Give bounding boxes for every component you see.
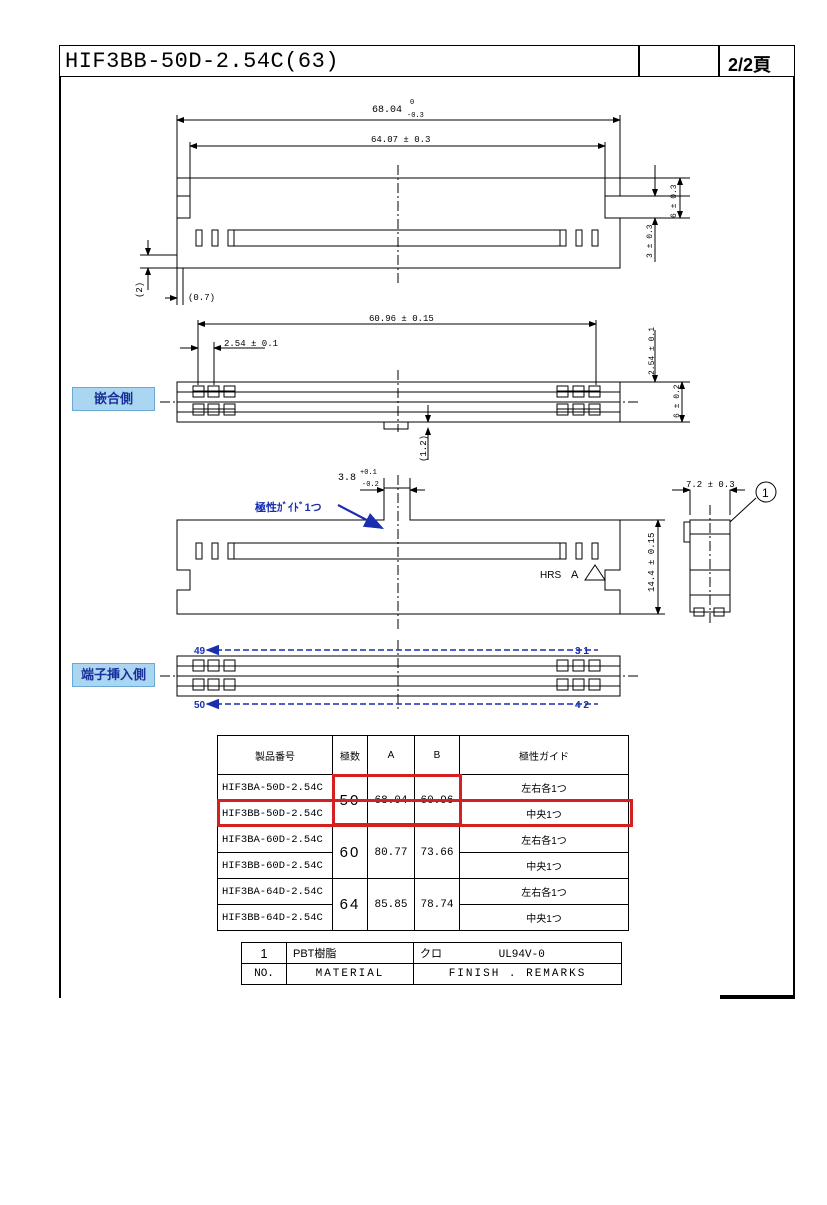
header-a: A: [367, 735, 415, 775]
material-balloon: 1: [762, 486, 769, 500]
dim-right-height: 6 ± 0.3: [670, 184, 679, 218]
product-table: 製品番号 極数 A B 極性ガイド HIF3BA-50D-2.54C 50 68…: [217, 735, 629, 931]
terminal-view: [160, 640, 640, 712]
material-row: 1 PBT樹脂 クロ UL94V-0: [241, 942, 622, 964]
table-row: HIF3BA-64D-2.54C 64 85.85 78.74 左右各1つ: [217, 878, 629, 931]
header-guide: 極性ガイド: [459, 735, 629, 775]
dim-right-height: 6 ± 0.2: [673, 384, 682, 418]
a-cell: 80.77: [367, 826, 415, 879]
pin-top-left: 49: [194, 646, 206, 657]
poles-cell: 64: [332, 878, 368, 931]
material-remarks: UL94V-0: [498, 949, 545, 961]
frame-border-right: [793, 76, 795, 998]
contact-grid-left: [192, 385, 236, 416]
table-row: HIF3BB-60D-2.54C 中央1つ: [217, 852, 629, 879]
dim-key-38: 3.8: [338, 473, 356, 484]
part-cell: HIF3BA-60D-2.54C: [217, 826, 333, 853]
header-part: 製品番号: [217, 735, 333, 775]
dim-height: 14.4 ± 0.15: [647, 533, 657, 592]
header-no: NO.: [241, 963, 287, 985]
material-finish: クロ: [420, 948, 442, 960]
side-view: [672, 481, 777, 625]
header-material: MATERIAL: [286, 963, 414, 985]
a-cell: 85.85: [367, 878, 415, 931]
guide-cell: 中央1つ: [459, 800, 629, 827]
table-row: HIF3BB-64D-2.54C 中央1つ: [217, 904, 629, 931]
dim-inner: 64.07 ± 0.3: [371, 135, 430, 145]
dim-key: (1.2): [419, 435, 429, 462]
page-number: 2/2頁: [728, 55, 772, 75]
title-divider: [718, 46, 720, 76]
table-row: HIF3BB-50D-2.54C 中央1つ: [217, 800, 629, 827]
mating-side-label: 嵌合側: [72, 387, 155, 411]
header-b: B: [414, 735, 460, 775]
dim-span: 60.96 ± 0.15: [369, 314, 434, 324]
guide-cell: 左右各1つ: [459, 878, 629, 905]
title-block: HIF3BB-50D-2.54C(63) 2/2頁: [59, 45, 795, 77]
guide-cell: 左右各1つ: [459, 826, 629, 853]
dim-overall-tol-lower: -0.3: [407, 112, 424, 120]
mating-view: [160, 320, 690, 460]
terminal-side-label: 端子挿入側: [72, 663, 155, 687]
title-divider: [638, 46, 640, 76]
part-cell: HIF3BA-50D-2.54C: [217, 774, 333, 801]
dim-right-pitch: 2.54 ± 0.1: [648, 327, 657, 375]
table-row: HIF3BA-60D-2.54C 60 80.77 73.66 左右各1つ: [217, 826, 629, 879]
dim-left-2: (2): [135, 282, 145, 298]
material-no: 1: [241, 942, 287, 964]
top-view: [140, 115, 690, 305]
front-view: [176, 475, 665, 630]
marking-logo: HRS: [540, 570, 561, 581]
dim-key-tol-upper: +0.1: [360, 469, 377, 477]
highlight-box-row: [217, 799, 633, 827]
connector-drawing: 68.04 0 -0.3 64.07 ± 0.3 6 ± 0.3 3 ± 0.3…: [135, 99, 777, 712]
dim-pitch: 2.54 ± 0.1: [224, 339, 278, 349]
material-table: 1 PBT樹脂 クロ UL94V-0 NO. MATERIAL FINISH .…: [241, 942, 622, 985]
material-name: PBT樹脂: [286, 942, 414, 964]
marking-a: A: [571, 569, 579, 581]
polarity-arrow: [337, 504, 384, 530]
dim-overall: 68.04: [372, 105, 402, 116]
b-cell: 73.66: [414, 826, 460, 879]
b-cell: 78.74: [414, 878, 460, 931]
table-header-row: 製品番号 極数 A B 極性ガイド: [217, 735, 629, 775]
poles-cell: 60: [332, 826, 368, 879]
pin-bottom-left: 50: [194, 700, 206, 711]
part-cell: HIF3BB-60D-2.54C: [217, 852, 333, 879]
header-poles: 極数: [332, 735, 368, 775]
contact-grid-right: [556, 385, 601, 416]
guide-cell: 中央1つ: [459, 904, 629, 931]
part-number-title: HIF3BB-50D-2.54C(63): [65, 49, 340, 74]
part-cell: HIF3BA-64D-2.54C: [217, 878, 333, 905]
frame-border-foot: [720, 995, 795, 999]
material-finish-cell: クロ UL94V-0: [413, 942, 622, 964]
guide-cell: 中央1つ: [459, 852, 629, 879]
dim-right-step: 3 ± 0.3: [646, 224, 655, 258]
guide-cell: 左右各1つ: [459, 774, 629, 801]
polarity-guide-label: 極性ｶﾞｲﾄﾞ1つ: [255, 502, 322, 514]
part-cell: HIF3BB-64D-2.54C: [217, 904, 333, 931]
pin-top-right: 3 1: [575, 646, 589, 657]
frame-border-left: [59, 76, 61, 998]
dim-overall-tol-upper: 0: [410, 99, 414, 107]
dim-key-tol-lower: -0.2: [362, 481, 379, 489]
dim-left-07: (0.7): [188, 293, 215, 303]
header-finish: FINISH . REMARKS: [413, 963, 622, 985]
material-header-row: NO. MATERIAL FINISH . REMARKS: [241, 963, 622, 985]
dim-width: 7.2 ± 0.3: [686, 480, 735, 490]
pin-bottom-right: 4 2: [575, 700, 589, 711]
